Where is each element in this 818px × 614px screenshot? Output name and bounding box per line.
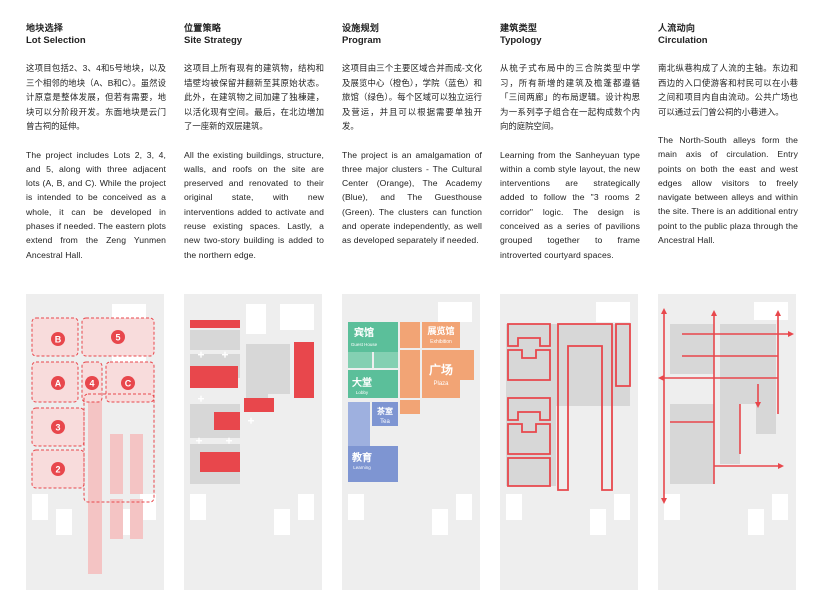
lot-selection-plan: B 5 A 4 C 3 2 — [26, 294, 164, 590]
column-body-en: Learning from the Sanheyuan type within … — [500, 149, 640, 260]
lot-label: 3 — [55, 423, 60, 433]
zone-teahouse — [372, 402, 398, 426]
column-body-cn: 这项目包括2、3、4和5号地块，以及三个相邻的地块（A、B和C）。虽然设计原意是… — [26, 63, 166, 131]
column-circulation: 人流动向 Circulation 南北纵巷构成了人流的主轴。东边和西边的入口使游… — [658, 22, 798, 247]
column-title-en: Typology — [500, 35, 542, 46]
lot-marker: A — [51, 376, 65, 390]
program-label-cn: 教育 — [351, 451, 372, 464]
column-body-en: The project includes Lots 2, 3, 4, and 5… — [26, 149, 166, 260]
column-title-en: Site Strategy — [184, 35, 243, 46]
program-label-en: Lobby — [356, 390, 369, 395]
column-typology: 建筑类型 Typology 从梳子式布局中的三合院类型中学习，所有新增的建筑及檐… — [500, 22, 640, 262]
lot-marker: 3 — [51, 420, 65, 434]
program-label-en: Guest House — [351, 342, 378, 347]
column-title-cn: 人流动向 — [658, 23, 696, 33]
lot-label: 5 — [115, 333, 120, 343]
program-label-cn: 广场 — [429, 362, 453, 377]
typology-plan — [500, 294, 638, 590]
lot-label: 2 — [55, 465, 60, 475]
program-plan: 宾馆 Guest House 大堂 Lobby 茶室 Tea 教育 Learni… — [342, 294, 480, 590]
column-body-cn: 从梳子式布局中的三合院类型中学习，所有新增的建筑及檐蓬都遵循「三间两廊」的布局逻… — [500, 63, 640, 131]
zone-exhibition — [422, 322, 460, 348]
column-body-en: The North-South alleys form the main axi… — [658, 135, 798, 246]
lot-marker: C — [121, 376, 135, 390]
column-title-en: Circulation — [658, 35, 708, 46]
column-title-cn: 位置策略 — [184, 23, 222, 33]
program-label-en: Learning — [353, 465, 371, 470]
lot-marker: 4 — [85, 376, 99, 390]
zone-education — [348, 446, 398, 482]
zone-lobby — [348, 370, 398, 398]
column-body-cn: 南北纵巷构成了人流的主轴。东边和西边的入口使游客和村民可以在小巷之间和项目内自由… — [658, 63, 798, 117]
column-lot-selection: 地块选择 Lot Selection 这项目包括2、3、4和5号地块，以及三个相… — [26, 22, 166, 262]
column-program: 设施规划 Program 这项目由三个主要区域合并而成-文化及展览中心（橙色），… — [342, 22, 482, 248]
lot-label: A — [55, 379, 62, 389]
circulation-plan — [658, 294, 796, 590]
column-body-cn: 这项目由三个主要区域合并而成-文化及展览中心（橙色），学院（蓝色）和旅馆（绿色）… — [342, 63, 482, 131]
column-title-en: Program — [342, 35, 382, 46]
program-label-cn: 宾馆 — [354, 326, 374, 339]
lot-label: C — [125, 379, 132, 389]
column-title-cn: 建筑类型 — [500, 23, 538, 33]
zone-plaza — [422, 350, 460, 398]
program-label-en: Plaza — [433, 381, 449, 387]
column-title-en: Lot Selection — [26, 35, 86, 46]
program-label-cn: 茶室 — [376, 406, 393, 416]
program-label-en: Exhibition — [430, 339, 452, 345]
lot-marker: B — [51, 332, 65, 346]
column-body-en: All the existing buildings, structure, w… — [184, 149, 324, 260]
column-title-cn: 设施规划 — [342, 23, 380, 33]
lot-label: B — [55, 335, 62, 345]
column-title-cn: 地块选择 — [26, 23, 64, 33]
lot-label: 4 — [89, 379, 94, 389]
program-label-en: Tea — [380, 419, 390, 425]
program-label-cn: 大堂 — [352, 376, 372, 389]
lot-marker: 5 — [111, 330, 125, 344]
column-site-strategy: 位置策略 Site Strategy 这项目上所有现有的建筑物，结构和墙壁均被保… — [184, 22, 324, 262]
lot-marker: 2 — [51, 462, 65, 476]
site-strategy-plan — [184, 294, 322, 590]
program-label-cn: 展览馆 — [427, 325, 454, 336]
column-body-cn: 这项目上所有现有的建筑物，结构和墙壁均被保留并翻新至其原始状态。此外，在建筑物之… — [184, 63, 324, 131]
column-body-en: The project is an amalgamation of three … — [342, 149, 482, 246]
zone-guesthouse — [348, 322, 398, 352]
arrow-icon — [658, 308, 794, 504]
